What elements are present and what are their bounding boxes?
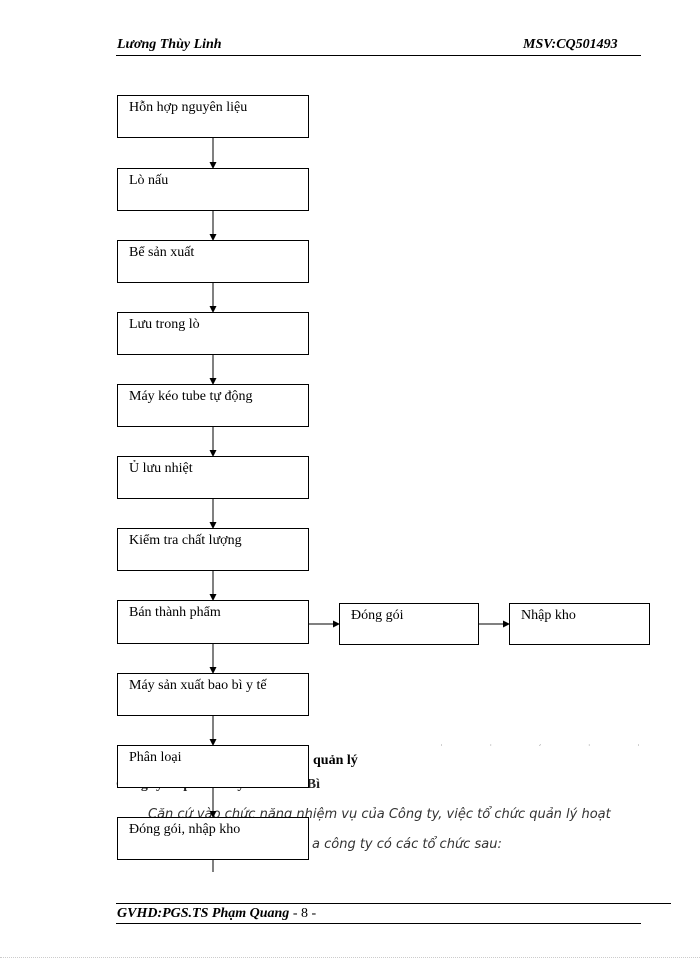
footer-advisor: GVHD:PGS.TS Phạm Quang (117, 906, 290, 921)
step-4-label: Lưu trong lò (129, 317, 200, 332)
footer: GVHD:PGS.TS Phạm Quang - 8 - (117, 906, 316, 922)
paragraph-line-2: a công ty có các tổ chức sau: (312, 837, 502, 852)
page-edge-dotted-line (0, 957, 700, 958)
step-2-label: Lò nấu (129, 173, 169, 188)
step-5-box: Máy kéo tube tự động (117, 384, 309, 427)
step-10-label: Phân loại (129, 750, 182, 765)
step-11-label: Đóng gói, nhập kho (129, 822, 241, 837)
branch-2-label: Nhập kho (521, 608, 576, 623)
branch-1-label: Đóng gói (351, 608, 404, 623)
header-author: Lương Thùy Linh (117, 37, 222, 52)
step-8-label: Bán thành phẩm (129, 605, 221, 620)
step-1-box: Hỗn hợp nguyên liệu (117, 95, 309, 138)
header-rule (116, 55, 641, 56)
step-6-box: Ủ lưu nhiệt (117, 456, 309, 499)
step-3-label: Bể sản xuất (129, 245, 195, 260)
step-10-box: Phân loại (117, 745, 309, 788)
step-7-box: Kiểm tra chất lượng (117, 528, 309, 571)
step-8-box: Bán thành phẩm (117, 600, 309, 644)
step-9-box: Máy sản xuất bao bì y tế (117, 673, 309, 716)
step-9-label: Máy sản xuất bao bì y tế (129, 678, 267, 693)
branch-1-box: Đóng gói (339, 603, 479, 645)
step-3-box: Bể sản xuất (117, 240, 309, 283)
step-11-box: Đóng gói, nhập kho (117, 817, 309, 860)
section-title: quản lý (313, 753, 358, 768)
step-1-label: Hỗn hợp nguyên liệu (129, 100, 248, 115)
step-4-box: Lưu trong lò (117, 312, 309, 355)
step-5-label: Máy kéo tube tự động (129, 389, 253, 404)
section-title-diacritics: ˙ ˙ ˊ ˙ ˙ (440, 743, 662, 753)
footer-page-number: - 8 - (289, 906, 317, 921)
step-6-label: Ủ lưu nhiệt (129, 461, 193, 476)
step-2-box: Lò nấu (117, 168, 309, 211)
step-7-label: Kiểm tra chất lượng (129, 533, 242, 548)
header-student-id: MSV:CQ501493 (523, 37, 618, 52)
footer-rule-top (116, 903, 671, 904)
footer-rule-bottom (116, 923, 641, 924)
branch-2-box: Nhập kho (509, 603, 650, 645)
